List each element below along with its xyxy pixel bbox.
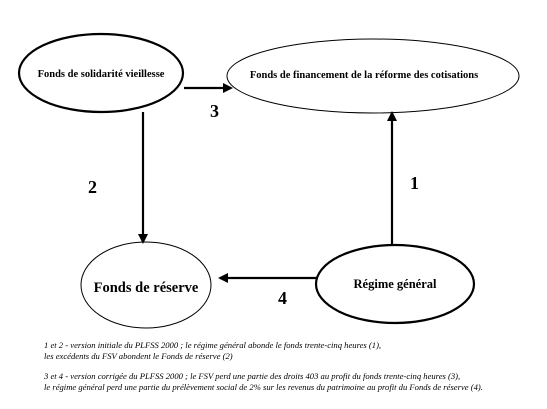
node-regime-general-label: Régime général [354, 277, 437, 291]
caption-line: le régime général perd une partie du pré… [44, 382, 483, 392]
edge-label-1: 1 [410, 173, 419, 193]
caption-note-initial-version: 1 et 2 - version initiale du PLFSS 2000 … [44, 340, 381, 362]
caption-line: 3 et 4 - version corrigée du PLFSS 2000 … [44, 371, 461, 381]
edge-label-4: 4 [278, 288, 287, 308]
caption-note-corrected-version: 3 et 4 - version corrigée du PLFSS 2000 … [44, 371, 483, 393]
node-fonds-de-reserve-label: Fonds de réserve [94, 280, 199, 296]
node-fonds-financement-reforme [226, 38, 520, 114]
caption-line: 1 et 2 - version initiale du PLFSS 2000 … [44, 340, 382, 350]
edge-label-3: 3 [210, 101, 219, 121]
node-fonds-solidarite-vieillesse [17, 32, 185, 114]
edge-label-2: 2 [88, 177, 97, 197]
node-regime-general [314, 243, 476, 325]
node-fonds-financement-reforme-label: Fonds de financement de la réforme des c… [250, 70, 478, 81]
caption-line: les excédents du FSV abondent le Fonds d… [44, 351, 233, 361]
node-fonds-solidarite-vieillesse-label: Fonds de solidarité vieillesse [38, 69, 165, 80]
